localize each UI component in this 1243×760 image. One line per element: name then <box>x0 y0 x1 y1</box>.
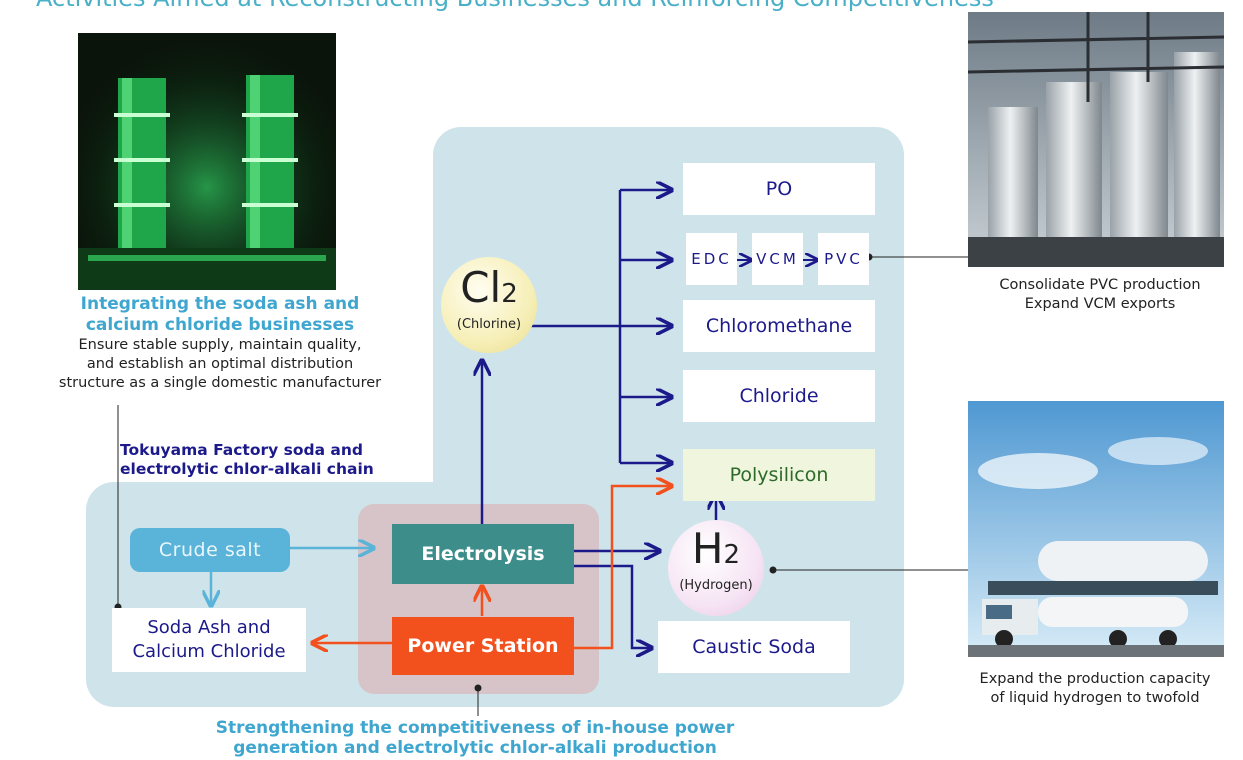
chloromethane-node: Chloromethane <box>683 300 875 352</box>
soda-ash-heading-line1: Integrating the soda ash and <box>80 294 360 314</box>
pvc-caption-line2: Expand VCM exports <box>1024 296 1176 312</box>
power-competitiveness-caption: Strengthening the competitiveness of in-… <box>130 718 820 758</box>
chlorine-name: (Chlorine) <box>456 317 522 332</box>
vcm-node: VCM <box>752 233 803 285</box>
bottom-caption-line2: generation and electrolytic chlor-alkali… <box>233 738 717 758</box>
chlorine-symbol: Cl <box>460 263 502 312</box>
hydrogen-symbol: H <box>691 524 724 573</box>
pvc-caption-line1: Consolidate PVC production <box>999 277 1201 293</box>
factory-towers-photo <box>78 33 336 290</box>
soda-ash-body-line2: and establish an optimal distribution <box>86 356 354 372</box>
soda-ash-integration-caption: Integrating the soda ash and calcium chl… <box>30 294 410 393</box>
hydrogen-subscript: 2 <box>723 540 741 570</box>
chlorine-subscript: 2 <box>501 279 518 309</box>
soda-ash-heading-line2: calcium chloride businesses <box>85 315 355 335</box>
hydrogen-name: (Hydrogen) <box>679 578 753 593</box>
soda-ash-body-line1: Ensure stable supply, maintain quality, <box>78 337 362 353</box>
bottom-caption-line1: Strengthening the competitiveness of in-… <box>215 718 735 738</box>
soda-ash-body-line3: structure as a single domestic manufactu… <box>58 375 382 391</box>
chlorine-node: Cl2 (Chlorine) <box>441 257 537 353</box>
pvc-plant-silos-photo <box>968 12 1224 267</box>
chain-label-line2: electrolytic chlor-alkali chain <box>120 460 374 478</box>
soda-ash-label-line1: Soda Ash and <box>147 617 271 638</box>
soda-ash-label-line2: Calcium Chloride <box>132 641 286 662</box>
po-node: PO <box>683 163 875 215</box>
soda-ash-node: Soda Ash and Calcium Chloride <box>112 608 306 672</box>
hydrogen-caption-line1: Expand the production capacity <box>979 671 1211 687</box>
polysilicon-node: Polysilicon <box>683 449 875 501</box>
chloride-node: Chloride <box>683 370 875 422</box>
edc-node: EDC <box>686 233 737 285</box>
hydrogen-caption: Expand the production capacity of liquid… <box>950 670 1240 708</box>
hydrogen-node: H2 (Hydrogen) <box>668 520 764 616</box>
page-title: Activities Aimed at Reconstructing Busin… <box>36 0 994 12</box>
electrolysis-node: Electrolysis <box>392 524 574 584</box>
power-station-node: Power Station <box>392 617 574 675</box>
hydrogen-tanker-photo <box>968 401 1224 657</box>
pvc-node: PVC <box>818 233 869 285</box>
crude-salt-node: Crude salt <box>130 528 290 572</box>
caustic-soda-node: Caustic Soda <box>658 621 850 673</box>
pvc-caption: Consolidate PVC production Expand VCM ex… <box>960 276 1240 314</box>
chain-label-line1: Tokuyama Factory soda and <box>120 441 364 459</box>
chain-label: Tokuyama Factory soda and electrolytic c… <box>120 441 374 479</box>
hydrogen-caption-line2: of liquid hydrogen to twofold <box>990 690 1200 706</box>
